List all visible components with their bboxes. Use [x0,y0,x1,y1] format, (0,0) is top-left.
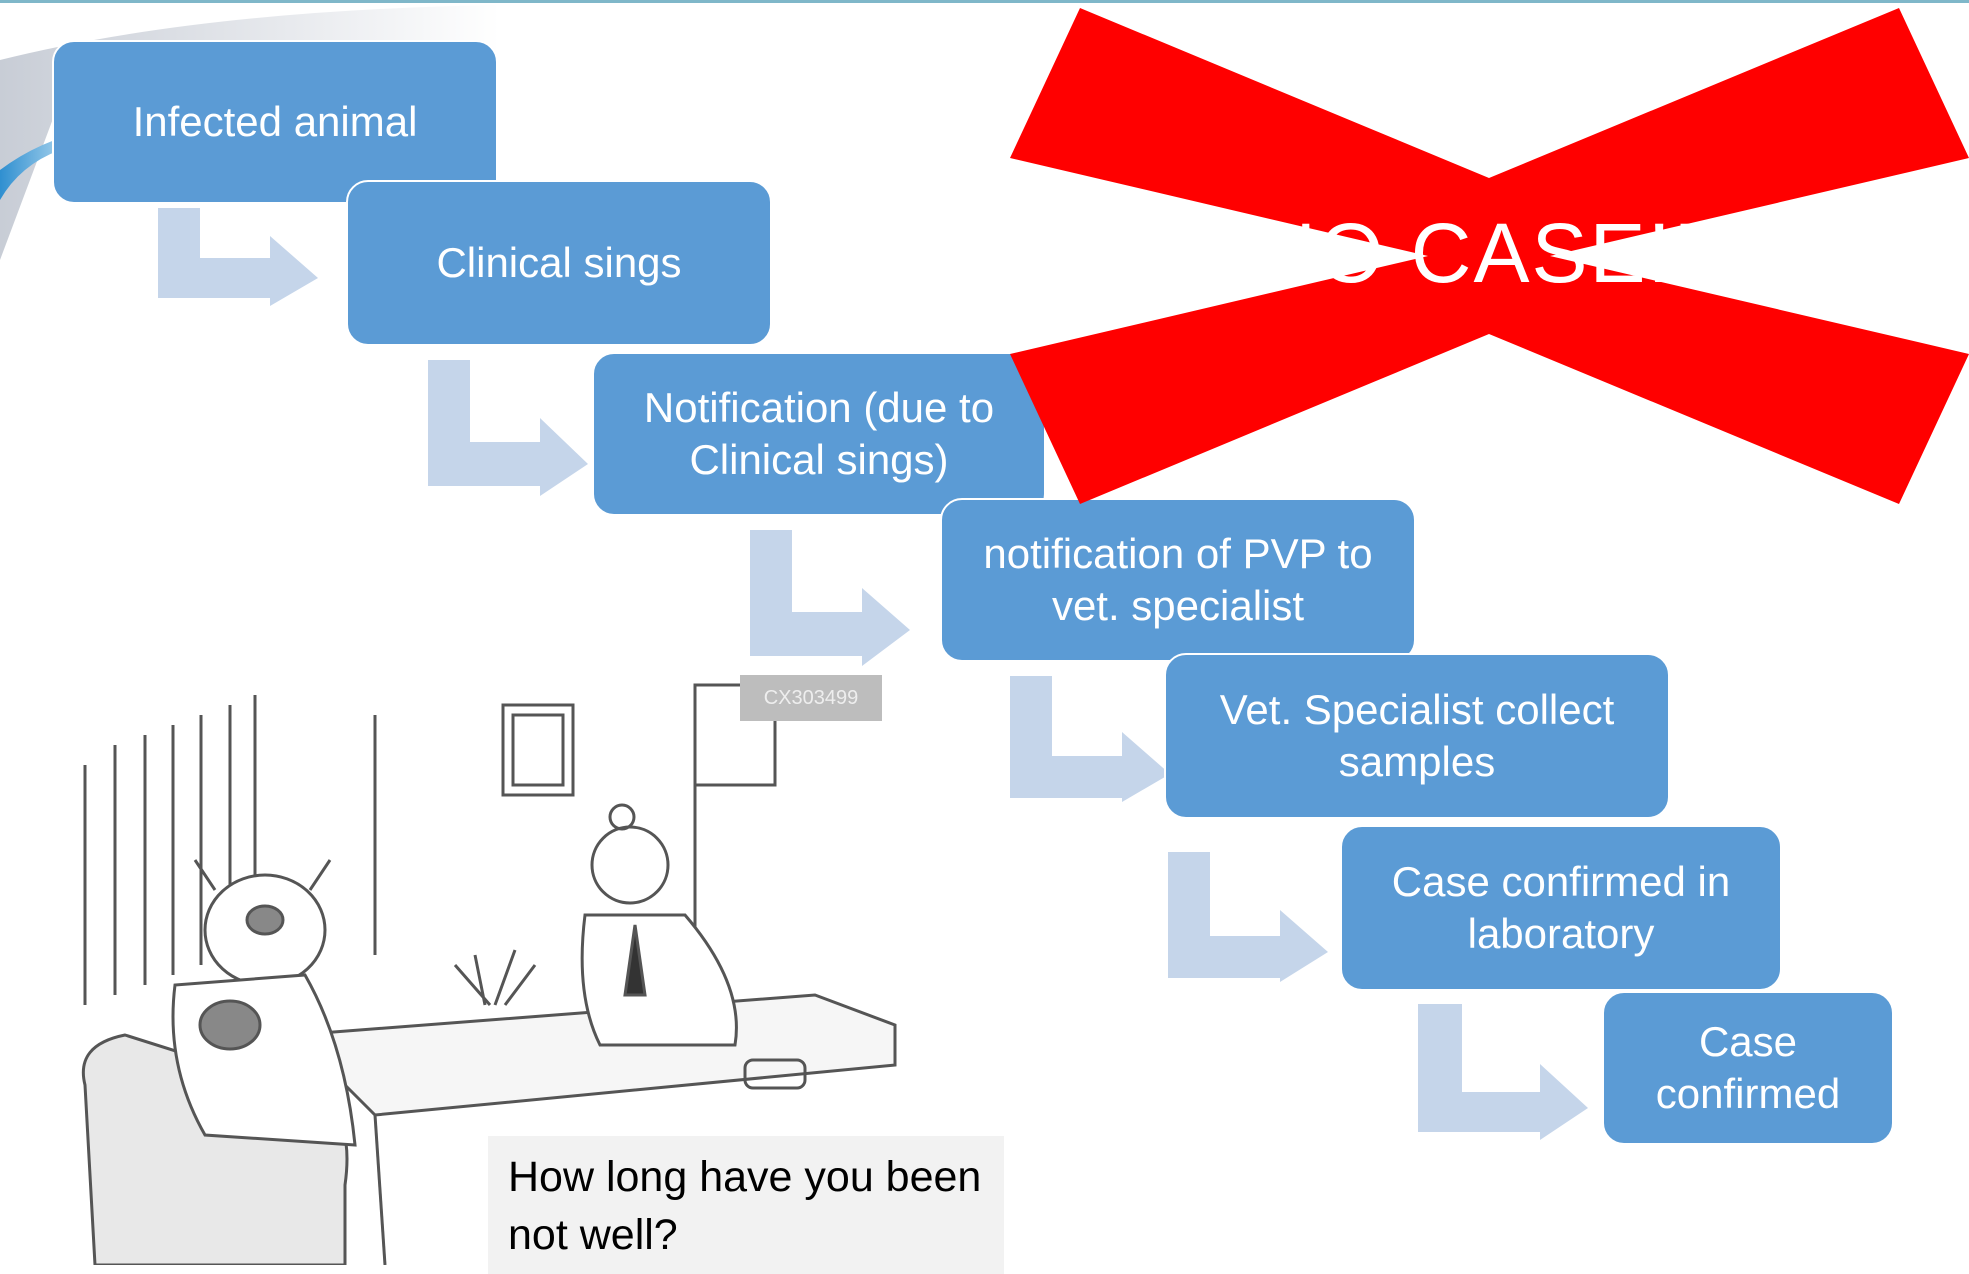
flow-step-collect-samples: Vet. Specialist collect samples [1164,653,1670,819]
cartoon-caption: How long have you been not well? [488,1136,1004,1274]
cow-doctor-cartoon-image [81,683,897,1265]
connector-arrow-6 [1418,1004,1588,1140]
flow-step-notification: Notification (due to Clinical sings) [592,352,1046,516]
flow-step-lab-confirmed: Case confirmed in laboratory [1340,825,1782,991]
flow-step-pvp-notification: notification of PVP to vet. specialist [940,498,1416,662]
connector-arrow-4 [1010,676,1170,802]
flow-step-infected-animal: Infected animal [52,40,498,204]
connector-arrow-5 [1168,852,1328,982]
connector-arrow-1 [158,208,318,306]
top-border-line [0,0,1969,3]
connector-arrow-2 [428,360,588,496]
flow-step-clinical-signs: Clinical sings [346,180,772,346]
no-case-red-cross [1010,8,1969,504]
stock-image-watermark: CX303499 [740,675,882,721]
connector-arrow-3 [750,530,910,666]
no-case-label: NO CASE!!! [1255,206,1724,300]
flow-step-case-confirmed: Case confirmed [1602,991,1894,1145]
